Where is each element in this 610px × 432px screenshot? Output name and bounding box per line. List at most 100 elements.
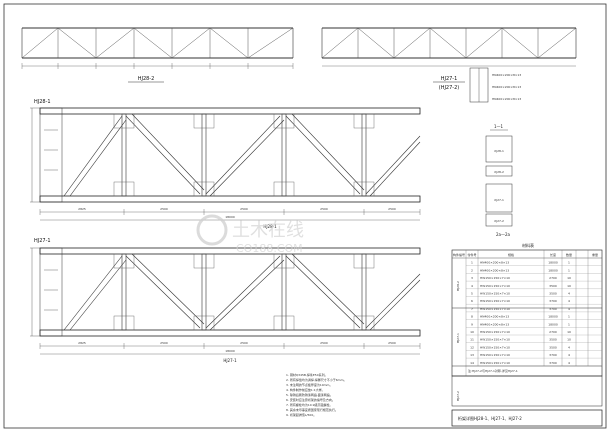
lower-dim-5: 2500 — [388, 341, 396, 345]
cell-part-no: 13 — [470, 353, 474, 357]
cell-length: 18000 — [548, 315, 558, 319]
top-truss-right-sublabel: (HJ27-2) — [439, 85, 460, 91]
cell-qty: 10 — [567, 284, 571, 288]
table-note: 注:HJ27-2与HJ27-1对称,详见HJ27-1 — [468, 368, 518, 373]
cell-part-no: 2 — [471, 268, 473, 272]
lower-dim-1: 2825 — [78, 341, 86, 345]
upper-dim-4: 2500 — [320, 207, 328, 211]
th-weight: 重量 — [592, 252, 598, 257]
table-group-c: HJ27-2 — [456, 391, 460, 401]
cell-spec: HW150×150×7×10 — [480, 361, 510, 365]
cell-spec: HW150×150×7×10 — [480, 307, 510, 311]
cell-length: 18000 — [548, 268, 558, 272]
cell-part-no: 7 — [471, 307, 473, 311]
note-2: 2. 所有焊缝均为满焊,焊脚尺寸不小于6mm。 — [286, 377, 347, 382]
section-mark-3: XJ27-1 — [494, 198, 504, 202]
cell-part-no: 12 — [470, 345, 474, 349]
upper-mid-mark: HJ28-1 — [263, 224, 277, 229]
upper-dim-3: 2500 — [240, 207, 248, 211]
cell-spec: HW150×150×7×10 — [480, 353, 510, 357]
note-5: 5. 除锈后刷防锈漆两遍,面漆两遍。 — [286, 392, 333, 397]
main-truss-upper-label: HJ28-1 — [34, 99, 51, 105]
sheet-border — [3, 3, 607, 429]
cell-spec: HW150×150×7×10 — [480, 284, 510, 288]
cell-spec: HN400×200×8×13 — [480, 268, 509, 272]
cell-spec: HN400×200×8×13 — [480, 315, 509, 319]
general-notes: 1. 钢材Q345B,焊条E50系列。 2. 所有焊缝均为满焊,焊脚尺寸不小于6… — [286, 372, 347, 417]
watermark-sub: CO188.COM — [236, 242, 303, 255]
cell-part-no: 3 — [471, 276, 473, 280]
th-spec: 规格 — [508, 252, 514, 257]
profile-label-1: HN400×200×8×13 — [492, 73, 521, 77]
cell-length: 3700 — [549, 307, 557, 311]
note-1: 1. 钢材Q345B,焊条E50系列。 — [286, 372, 328, 377]
cell-part-no: 10 — [470, 330, 474, 334]
lower-mid-mark: HJ27-1 — [223, 358, 237, 363]
cell-spec: HW150×150×7×10 — [480, 338, 510, 342]
cell-length: 3500 — [549, 345, 557, 349]
th-member: 构件编号 — [453, 252, 465, 257]
cell-spec: HW150×150×7×10 — [480, 299, 510, 303]
main-truss-lower: HJ27-1 — [30, 238, 421, 363]
watermark-main: 土木在线 — [232, 220, 304, 241]
note-9: 9. 桁架起拱值L/500。 — [286, 412, 316, 417]
note-8: 8. 其余未尽事宜按国家现行规范执行。 — [286, 407, 338, 412]
table-group-a: HJ28-2 — [456, 281, 460, 291]
cell-qty: 10 — [567, 338, 571, 342]
lower-total-dim: 18000 — [225, 349, 235, 353]
cell-spec: HW150×150×7×10 — [480, 276, 510, 280]
lower-dim-2: 2500 — [160, 341, 168, 345]
section-details: HN400×200×8×13 HN400×200×8×13 HN400×200×… — [469, 67, 521, 237]
cell-spec: HW150×150×7×10 — [480, 345, 510, 349]
cell-part-no: 5 — [471, 292, 473, 296]
th-length: 长度 — [550, 252, 556, 257]
th-qty: 数量 — [566, 252, 572, 257]
cell-length: 18000 — [548, 261, 558, 265]
top-truss-left: HJ28-2 — [21, 27, 294, 83]
cell-length: 2700 — [549, 330, 557, 334]
cell-part-no: 11 — [470, 338, 474, 342]
cell-qty: 4 — [568, 353, 570, 357]
note-6: 6. 安装时应注意桁架的编号及方向。 — [286, 397, 335, 402]
material-table: 材料表 构件编号 零件号 规格 长度 数量 重量 HJ28-2 HJ27-1 H… — [451, 242, 603, 407]
watermark: 土木在线 CO188.COM — [196, 214, 304, 255]
cell-part-no: 4 — [471, 284, 473, 288]
cell-part-no: 6 — [471, 299, 473, 303]
profile-label-3: HN400×200×8×13 — [492, 97, 521, 101]
note-4: 4. 构件制作前应放1:1大样。 — [286, 387, 325, 392]
cell-length: 3700 — [549, 299, 557, 303]
cell-length: 3700 — [549, 353, 557, 357]
top-truss-right-label: HJ27-1 — [441, 76, 458, 82]
lower-dim-3: 2500 — [240, 341, 248, 345]
upper-dim-2: 2500 — [160, 207, 168, 211]
cell-part-no: 8 — [471, 315, 473, 319]
cell-length: 2700 — [549, 276, 557, 280]
section-1-label: 1—1 — [494, 124, 504, 129]
cell-length: 18000 — [548, 322, 558, 326]
main-truss-lower-label: HJ27-1 — [34, 238, 51, 244]
profile-label-2: HN400×200×8×13 — [492, 85, 521, 89]
section-mark-2: XJ28-2 — [494, 170, 504, 174]
upper-dim-1: 2825 — [78, 207, 86, 211]
upper-dim-5: 2500 — [388, 207, 396, 211]
main-truss-upper: HJ28-1 — [30, 99, 421, 229]
cell-spec: HN400×200×8×13 — [480, 261, 509, 265]
cell-spec: HN400×200×8×13 — [480, 322, 509, 326]
lower-dim-4: 2500 — [320, 341, 328, 345]
table-title: 材料表 — [522, 242, 534, 248]
th-part: 零件号 — [467, 252, 476, 257]
cell-length: 3500 — [549, 284, 557, 288]
top-truss-right: HJ27-1 (HJ27-2) — [321, 27, 577, 91]
note-3: 3. 未注明的节点板厚度为10mm。 — [286, 382, 332, 387]
cell-part-no: 9 — [471, 322, 473, 326]
cell-length: 3500 — [549, 292, 557, 296]
cell-qty: 4 — [568, 307, 570, 311]
cell-qty: 4 — [568, 299, 570, 303]
cell-qty: 10 — [567, 276, 571, 280]
title-block: 桁架详图HJ28-1、HJ27-1、HJ27-2 — [451, 409, 603, 427]
upper-total-dim: 18000 — [225, 215, 235, 219]
cell-qty: 1 — [568, 268, 570, 272]
title-block-text: 桁架详图HJ28-1、HJ27-1、HJ27-2 — [458, 415, 522, 421]
cell-qty: 4 — [568, 345, 570, 349]
